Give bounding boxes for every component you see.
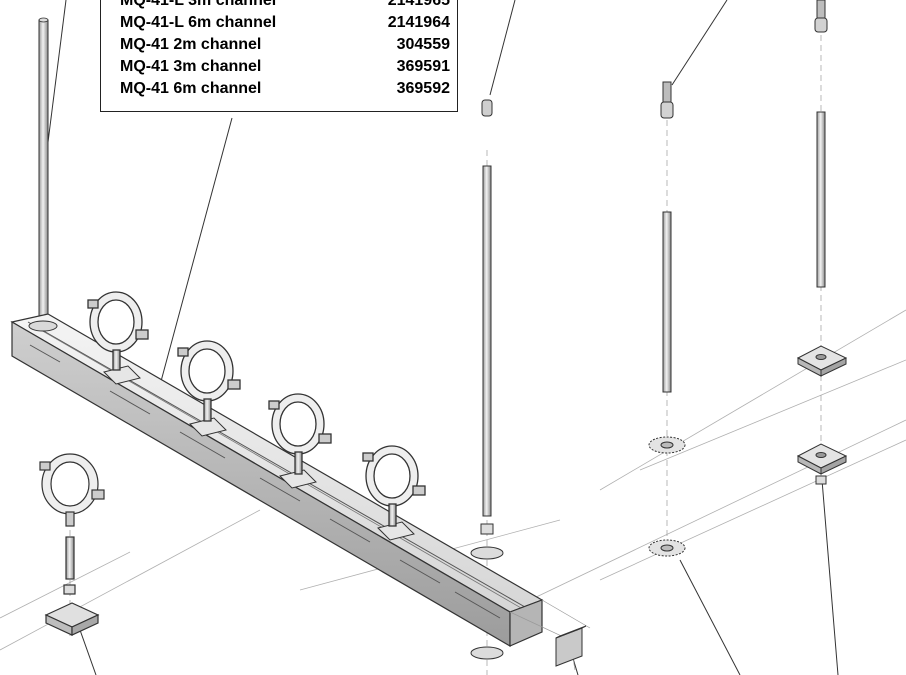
part-name: MQ-41-L 6m channel: [120, 14, 277, 31]
parts-row: MQ-41 6m channel 369592: [120, 80, 450, 100]
part-code: 304559: [396, 36, 450, 53]
washer-icon: [470, 646, 504, 660]
washer-icon: [28, 320, 58, 332]
threaded-rod-icon: [816, 111, 826, 288]
nut-icon: [63, 584, 76, 595]
leader-lines: [46, 0, 839, 675]
threaded-rod-icon: [662, 211, 672, 393]
rod-assembly-right: [796, 0, 848, 485]
pipe-clamp-icon: [39, 453, 105, 527]
parts-row: MQ-41-L 3m channel 2141965: [120, 0, 450, 12]
pipe-clamps-on-channel: [87, 291, 426, 527]
perspective-guides: [0, 309, 906, 651]
pipe-clamp-icon: [362, 445, 426, 527]
part-name: MQ-41 6m channel: [120, 80, 262, 97]
part-name: MQ-41 2m channel: [120, 36, 262, 53]
part-code: 2141964: [387, 14, 450, 31]
part-code: 369591: [396, 58, 450, 75]
end-cap-icon: [555, 625, 587, 667]
part-name: MQ-41-L 3m channel: [120, 0, 277, 9]
threaded-rod-icon: [482, 165, 492, 517]
rod-assembly-right-centre: [648, 81, 686, 557]
serrated-washer-icon: [648, 436, 686, 454]
ceiling-plate-icon: [796, 443, 848, 475]
part-code: 369592: [396, 80, 450, 97]
pipe-clamp-icon: [87, 291, 149, 371]
threaded-rod-icon: [65, 536, 75, 580]
rod-assembly-centre: [470, 99, 504, 660]
parts-row: MQ-41 3m channel 369591: [120, 58, 450, 78]
pipe-clamp-icon: [268, 393, 332, 475]
pipe-clamp-assembly-left: [39, 453, 105, 636]
threaded-rod-left: [38, 17, 49, 326]
ceiling-plate-icon: [796, 345, 848, 377]
serrated-washer-icon: [648, 539, 686, 557]
screw-anchor-icon: [662, 81, 672, 105]
nut-icon: [815, 475, 827, 485]
parts-row: MQ-41 2m channel 304559: [120, 36, 450, 56]
parts-label-box: MQ-41-L 3m channel 2141965 MQ-41-L 6m ch…: [100, 0, 458, 112]
pipe-clamp-icon: [177, 340, 241, 422]
mq-channel: [10, 313, 591, 671]
parts-row: MQ-41-L 6m channel 2141964: [120, 14, 450, 34]
nut-icon: [480, 523, 494, 535]
part-name: MQ-41 3m channel: [120, 58, 262, 75]
washer-icon: [470, 546, 504, 560]
screw-anchor-icon: [481, 99, 493, 117]
part-code: 2141965: [387, 0, 450, 9]
